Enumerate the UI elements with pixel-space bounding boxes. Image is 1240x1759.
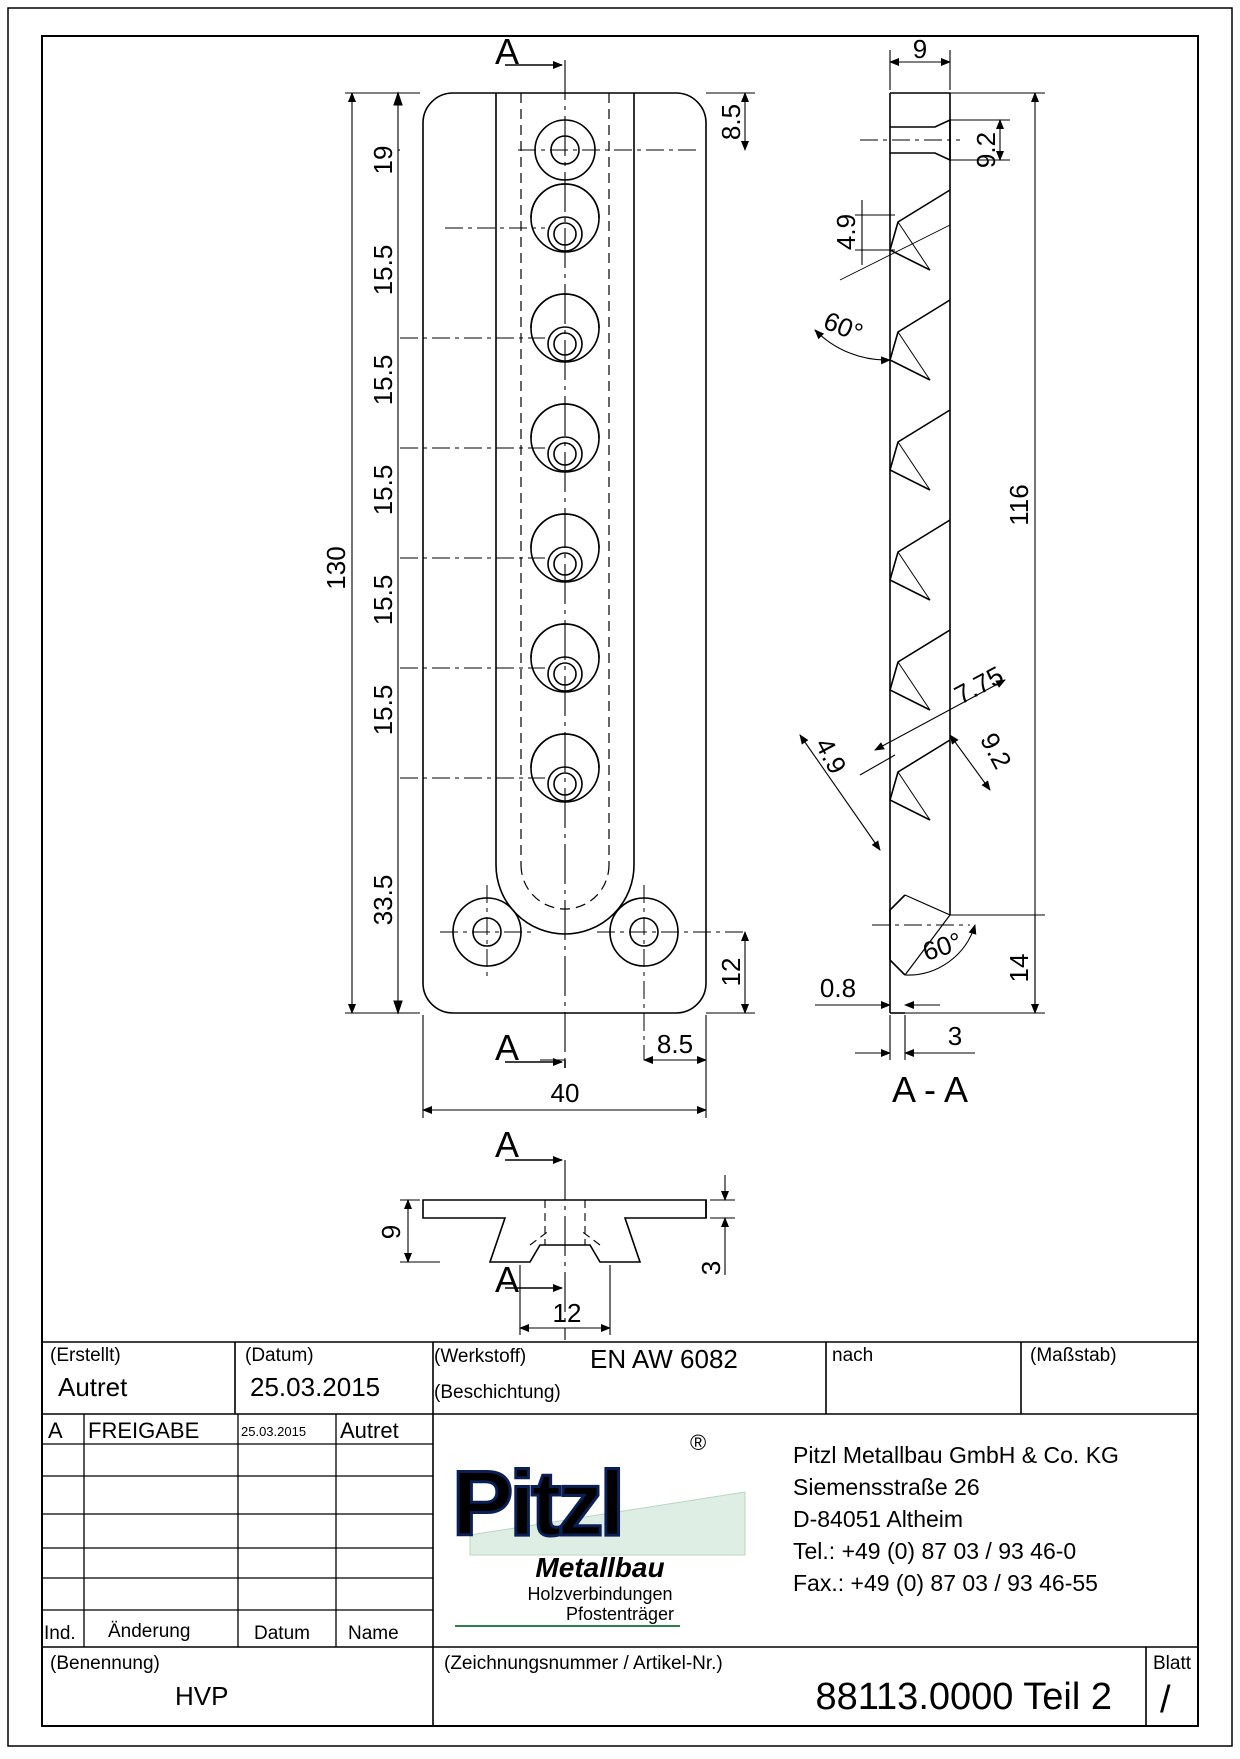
svg-text:Autret: Autret	[340, 1418, 399, 1443]
svg-text:Datum: Datum	[254, 1623, 310, 1644]
svg-text:(Benennung): (Benennung)	[50, 1653, 160, 1674]
front-dimensions	[345, 91, 755, 1118]
svg-text:60°: 60°	[919, 926, 966, 967]
bottom-holes	[440, 885, 745, 1060]
svg-text:Ind.: Ind.	[44, 1623, 76, 1644]
svg-text:EN AW 6082: EN AW 6082	[590, 1344, 738, 1374]
svg-text:A: A	[495, 1124, 519, 1165]
svg-text:15.5: 15.5	[368, 245, 398, 296]
svg-text:Pfostenträger: Pfostenträger	[566, 1604, 674, 1624]
svg-text:3: 3	[948, 1021, 962, 1051]
svg-text:25.03.2015: 25.03.2015	[241, 1424, 306, 1439]
side-dim-labels: 9 9.2 4.9 60° 116 7.75 4.9 9.2 60° 14 0.…	[809, 34, 1034, 1110]
svg-text:15.5: 15.5	[368, 685, 398, 736]
svg-text:A: A	[495, 1259, 519, 1300]
registered-mark: ®	[690, 1430, 706, 1455]
svg-text:/: /	[1160, 1679, 1171, 1721]
svg-text:(Erstellt): (Erstellt)	[50, 1345, 121, 1366]
company-address: Pitzl Metallbau GmbH & Co. KG Siemensstr…	[793, 1442, 1119, 1596]
section-marker-bottom: A	[495, 1027, 519, 1068]
svg-text:Name: Name	[348, 1623, 399, 1644]
svg-text:9: 9	[913, 34, 927, 64]
svg-text:9: 9	[376, 1225, 406, 1239]
svg-text:(Zeichnungsnummer / Artikel-Nr: (Zeichnungsnummer / Artikel-Nr.)	[444, 1653, 723, 1674]
svg-text:19: 19	[368, 146, 398, 175]
top-dimensions	[400, 1175, 735, 1335]
section-view-label: A - A	[892, 1069, 968, 1110]
svg-text:15.5: 15.5	[368, 355, 398, 406]
svg-text:88113.0000 Teil 2: 88113.0000 Teil 2	[815, 1676, 1112, 1718]
svg-text:Tel.: +49 (0) 87 03 / 93 46-0: Tel.: +49 (0) 87 03 / 93 46-0	[793, 1538, 1076, 1564]
svg-text:Holzverbindungen: Holzverbindungen	[527, 1584, 672, 1604]
svg-text:8.5: 8.5	[716, 104, 746, 140]
svg-text:D-84051 Altheim: D-84051 Altheim	[793, 1506, 963, 1532]
svg-text:40: 40	[551, 1078, 580, 1108]
svg-text:Blatt: Blatt	[1153, 1653, 1192, 1674]
svg-text:14: 14	[1004, 954, 1034, 983]
svg-text:Pitzl Metallbau GmbH & Co. KG: Pitzl Metallbau GmbH & Co. KG	[793, 1442, 1119, 1468]
logo-wordmark: Pitzl	[452, 1453, 621, 1555]
title-block	[42, 1341, 1198, 1726]
svg-text:15.5: 15.5	[368, 465, 398, 516]
svg-text:Autret: Autret	[58, 1372, 128, 1402]
section-marker-top: A	[495, 31, 519, 72]
svg-text:33.5: 33.5	[368, 875, 398, 926]
svg-text:A: A	[48, 1418, 63, 1443]
svg-text:4.9: 4.9	[809, 733, 852, 779]
side-dimensions	[799, 50, 1045, 1060]
svg-text:9.2: 9.2	[971, 132, 1001, 168]
svg-text:0.8: 0.8	[820, 973, 856, 1003]
svg-text:(Datum): (Datum)	[245, 1345, 314, 1366]
section-markers-front: A A	[495, 31, 563, 1068]
front-dim-labels: 130 19 15.5 15.5 15.5 15.5 15.5 33.5 8.5…	[321, 104, 746, 1108]
svg-text:HVP: HVP	[175, 1681, 228, 1711]
svg-text:7.75: 7.75	[949, 660, 1008, 710]
side-view	[860, 92, 970, 1014]
outer-border	[7, 7, 1233, 1747]
svg-text:12: 12	[553, 1298, 582, 1328]
svg-text:116: 116	[1004, 484, 1034, 525]
svg-text:25.03.2015: 25.03.2015	[250, 1372, 380, 1402]
front-view	[400, 60, 745, 1060]
svg-text:(Maßstab): (Maßstab)	[1030, 1345, 1117, 1366]
svg-text:Metallbau: Metallbau	[535, 1552, 664, 1583]
svg-text:(Werkstoff): (Werkstoff)	[434, 1346, 526, 1367]
svg-text:(Beschichtung): (Beschichtung)	[434, 1382, 561, 1403]
drawing-frame	[41, 35, 1199, 1727]
countersunk-holes	[400, 183, 600, 803]
svg-text:Siemensstraße 26: Siemensstraße 26	[793, 1474, 980, 1500]
svg-text:Fax.: +49 (0) 87 03 / 93 46-55: Fax.: +49 (0) 87 03 / 93 46-55	[793, 1570, 1098, 1596]
svg-text:nach: nach	[832, 1345, 873, 1366]
pitzl-logo: Pitzl ® Metallbau Holzverbindungen Pfost…	[451, 1430, 746, 1627]
svg-text:4.9: 4.9	[831, 214, 861, 250]
svg-text:8.5: 8.5	[657, 1029, 693, 1059]
svg-text:9.2: 9.2	[974, 728, 1017, 774]
top-view	[422, 1160, 707, 1340]
title-block-text: (Erstellt) Autret (Datum) 25.03.2015 (We…	[44, 1344, 1192, 1721]
svg-text:60°: 60°	[820, 305, 868, 348]
svg-text:15.5: 15.5	[368, 575, 398, 626]
svg-text:Änderung: Änderung	[108, 1621, 190, 1642]
svg-text:3: 3	[696, 1261, 726, 1275]
svg-text:FREIGABE: FREIGABE	[88, 1418, 199, 1443]
top-labels: A A 9 3 12	[376, 1124, 726, 1328]
svg-text:130: 130	[321, 546, 351, 589]
svg-text:12: 12	[716, 958, 746, 987]
